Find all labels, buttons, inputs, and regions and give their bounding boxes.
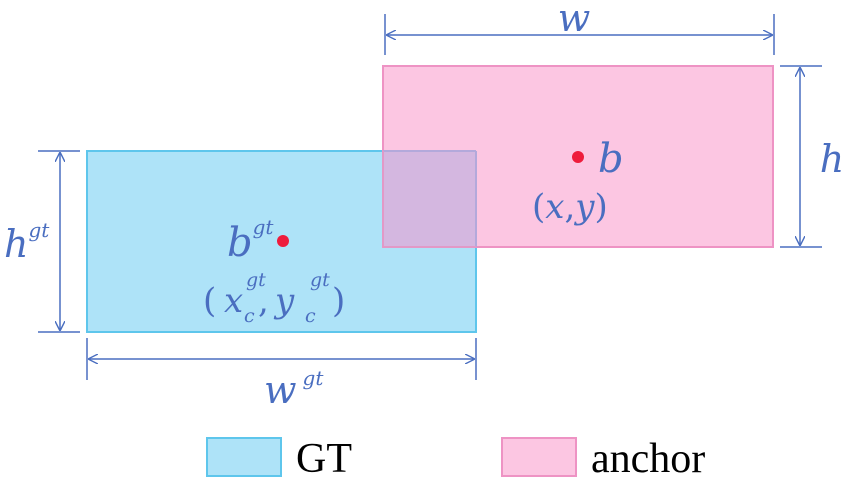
gt-coord-x: x xyxy=(224,281,243,321)
gt-width-dimension xyxy=(86,338,477,380)
gt-coord-y-sup: gt xyxy=(310,269,330,291)
legend-anchor-label: anchor xyxy=(591,436,705,482)
anchor-height-label: h xyxy=(820,137,844,181)
legend: GT anchor xyxy=(206,436,705,482)
legend-gt-label: GT xyxy=(296,436,352,482)
anchor-center-dot xyxy=(572,151,584,163)
legend-gt-swatch xyxy=(206,437,282,477)
anchor-center-coords: (x,y) xyxy=(532,187,608,227)
gt-height-dimension xyxy=(38,150,80,333)
anchor-width-dimension xyxy=(384,14,775,55)
gt-coord-y: y xyxy=(273,281,295,321)
anchor-center-label: b xyxy=(598,136,624,182)
gt-coord-x-sub: c xyxy=(244,305,255,327)
legend-anchor-swatch xyxy=(501,437,577,477)
gt-center-dot xyxy=(277,235,289,247)
gt-coord-close-paren: ) xyxy=(332,281,345,321)
gt-coord-open-paren: ( xyxy=(203,281,216,321)
gt-coord-comma: , xyxy=(258,281,269,321)
overlap-region xyxy=(384,152,475,246)
gt-coord-y-sub: c xyxy=(305,305,316,327)
anchor-width-label: w xyxy=(558,0,591,40)
anchor-height-dimension xyxy=(780,65,822,248)
gt-center-label: bgt xyxy=(227,215,274,266)
gt-coord-x-sup: gt xyxy=(246,269,266,291)
gt-height-label: hgt xyxy=(4,218,50,266)
